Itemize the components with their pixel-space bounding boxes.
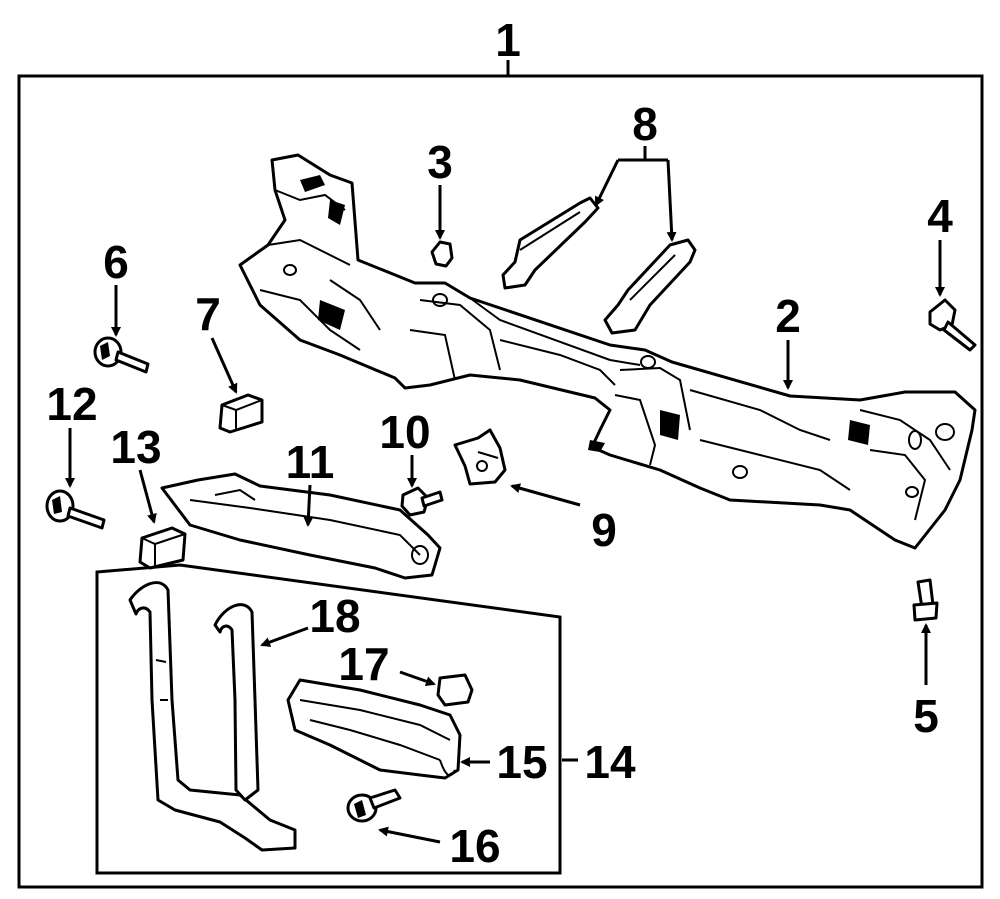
callout-9: 9 — [591, 504, 617, 556]
callout-7: 7 — [195, 288, 221, 340]
callout-13: 13 — [110, 421, 161, 473]
leader-9 — [510, 483, 581, 507]
bolt-4-part — [928, 298, 977, 352]
leader-8 — [618, 146, 668, 162]
callout-1: 1 — [495, 14, 521, 66]
callout-2: 2 — [775, 290, 801, 342]
bolt-10-part — [400, 486, 444, 517]
radiator-support-part — [238, 153, 977, 550]
assembly-frame — [17, 74, 984, 889]
leader-13 — [138, 469, 157, 524]
bolt-6-part — [93, 336, 150, 374]
leader-18 — [260, 626, 309, 647]
bolt-12-part — [45, 489, 106, 530]
leader-8b — [666, 159, 677, 242]
callout-8: 8 — [632, 98, 658, 150]
leader-8a — [594, 159, 620, 207]
retainer-7-part — [218, 393, 264, 434]
callout-14: 14 — [584, 736, 636, 788]
bracket-part-right — [603, 238, 697, 335]
bracket-9-part — [453, 428, 507, 486]
seal-18-part — [128, 581, 297, 852]
retainer-13-part — [138, 526, 187, 570]
callout-11: 11 — [286, 436, 335, 488]
cover-15-part — [286, 678, 462, 780]
leader-7 — [210, 337, 238, 394]
bracket-part-left — [501, 196, 600, 290]
callout-6: 6 — [103, 236, 129, 288]
clip-17-part — [436, 673, 474, 707]
leader-17 — [399, 670, 436, 687]
callout-18: 18 — [309, 590, 360, 642]
callout-12: 12 — [46, 378, 97, 430]
leader-16 — [378, 826, 441, 844]
deflector-11-part — [160, 472, 442, 580]
callout-16: 16 — [449, 820, 500, 872]
subassembly-frame — [95, 563, 562, 875]
callout-10: 10 — [379, 406, 430, 458]
callout-4: 4 — [927, 190, 953, 242]
stud-5-part — [912, 578, 939, 622]
callout-3: 3 — [427, 136, 453, 188]
clip-part — [430, 240, 454, 268]
callout-17: 17 — [338, 638, 389, 690]
callout-15: 15 — [496, 736, 547, 788]
leader-11 — [303, 484, 314, 527]
bolt-16-part — [346, 788, 402, 823]
callout-5: 5 — [913, 690, 939, 742]
